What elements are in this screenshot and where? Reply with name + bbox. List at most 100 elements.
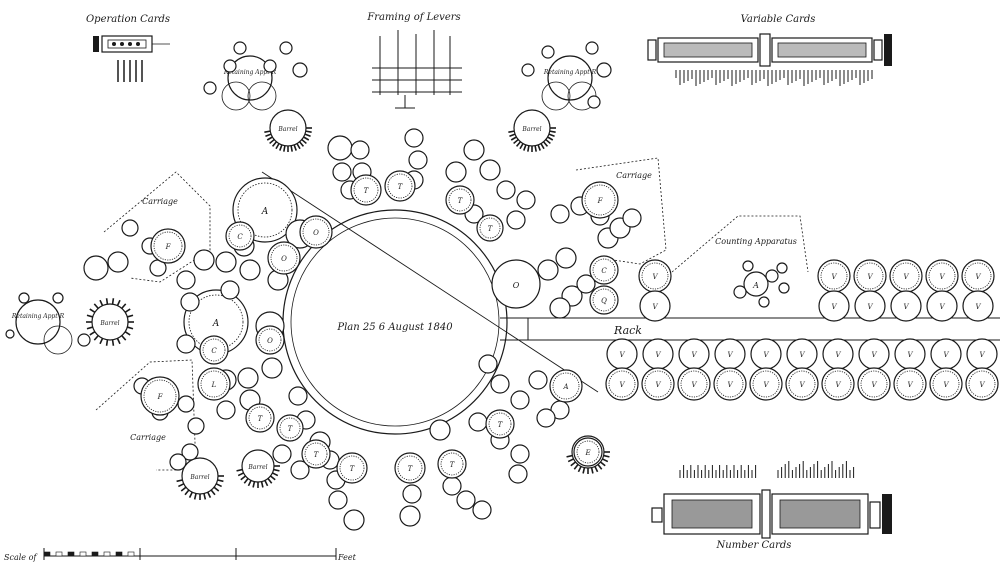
store-wheel: V [929, 367, 963, 401]
small-wheel [292, 62, 308, 78]
small-wheel [429, 419, 451, 441]
carriage-label-left-top: Carriage [142, 197, 178, 206]
counting-apparatus: Counting Apparatus A [671, 215, 809, 308]
svg-text:V: V [939, 273, 945, 281]
store-wheel-plain: V [858, 338, 890, 370]
small-wheel [176, 334, 196, 354]
operation-cards-device [93, 35, 170, 82]
svg-text:O: O [281, 255, 287, 263]
svg-text:V: V [652, 273, 658, 281]
rack: Rack [500, 317, 1000, 341]
svg-text:Barrel: Barrel [277, 126, 297, 133]
store-wheel-plain: V [890, 290, 922, 322]
dial-wheel: T [336, 452, 368, 484]
small-wheel [216, 400, 236, 420]
svg-text:V: V [975, 273, 981, 281]
store-wheel-plain: V [786, 338, 818, 370]
dial-wheel: E [573, 437, 603, 467]
small-wheel [528, 370, 548, 390]
svg-text:V: V [655, 351, 661, 359]
small-wheel [121, 219, 139, 237]
store-wheel-plain: V [930, 338, 962, 370]
small-wheel [472, 500, 492, 520]
number-cards-device [651, 461, 892, 539]
svg-text:Retaining Appt R: Retaining Appt R [223, 69, 277, 76]
svg-text:V: V [943, 381, 949, 389]
svg-text:F: F [165, 243, 172, 251]
dial-wheel: O [267, 241, 301, 275]
store-wheel-plain: V [822, 338, 854, 370]
svg-text:F: F [597, 197, 604, 205]
carriage-label-left-bottom: Carriage [130, 433, 166, 442]
small-wheel [181, 443, 199, 461]
barrel: Barrel [508, 109, 556, 152]
svg-text:V: V [763, 381, 769, 389]
dial-wheel: T [350, 174, 382, 206]
svg-text:O: O [513, 281, 520, 290]
svg-text:T: T [350, 465, 356, 473]
small-wheel [587, 95, 601, 109]
small-wheel [261, 357, 283, 379]
svg-text:A: A [752, 281, 759, 290]
small-wheel [508, 464, 528, 484]
svg-text:V: V [867, 273, 873, 281]
svg-text:T: T [498, 421, 504, 429]
small-wheel [404, 128, 424, 148]
small-wheel [541, 45, 555, 59]
small-wheel [239, 259, 261, 281]
svg-text:Q: Q [601, 297, 607, 305]
variable-cards-device [647, 33, 892, 86]
svg-text:C: C [237, 233, 243, 241]
svg-text:V: V [867, 303, 873, 311]
store-wheel: V [749, 367, 783, 401]
small-wheel [193, 249, 215, 271]
store-wheel-plain: V [639, 290, 671, 322]
svg-text:T: T [314, 451, 320, 459]
svg-text:V: V [727, 351, 733, 359]
svg-text:C: C [211, 347, 217, 355]
svg-text:V: V [835, 381, 841, 389]
small-wheel [52, 292, 64, 304]
store-wheel: V [893, 367, 927, 401]
dial-wheel: Q [589, 285, 619, 315]
small-wheel [177, 395, 195, 413]
dial-wheel: F [150, 228, 186, 264]
svg-text:T: T [450, 461, 456, 469]
svg-text:O: O [267, 337, 273, 345]
small-wheel [510, 390, 530, 410]
store-wheel-plain: V [750, 338, 782, 370]
svg-text:V: V [871, 351, 877, 359]
store-wheel: V [713, 367, 747, 401]
svg-text:V: V [831, 303, 837, 311]
dial-wheel: T [437, 449, 467, 479]
carriage-label-right: Carriage [616, 171, 652, 180]
svg-text:V: V [652, 303, 658, 311]
svg-text:V: V [691, 381, 697, 389]
barrel: Barrel [264, 109, 312, 152]
store-wheel-plain: V [926, 290, 958, 322]
barrel: Barrel [176, 457, 224, 500]
svg-text:Feet: Feet [337, 553, 357, 562]
dial-wheel: T [394, 452, 426, 484]
store-wheel: V [638, 259, 672, 293]
small-wheel [536, 408, 556, 428]
small-wheel [521, 63, 535, 77]
small-wheel [215, 251, 237, 273]
small-wheel [596, 62, 612, 78]
small-wheel [408, 150, 428, 170]
small-wheel [77, 333, 91, 347]
svg-text:Retaining Appt R: Retaining Appt R [11, 313, 65, 320]
svg-text:V: V [727, 381, 733, 389]
small-wheel [83, 255, 109, 281]
store-wheel-plain: V [818, 290, 850, 322]
small-wheel [233, 41, 247, 55]
small-wheel [237, 367, 259, 389]
store-wheel-plain: V [642, 338, 674, 370]
dial-wheel: L [197, 367, 231, 401]
svg-text:T: T [458, 197, 464, 205]
svg-text:A: A [261, 207, 269, 217]
svg-text:A: A [212, 319, 220, 329]
svg-text:T: T [258, 415, 264, 423]
